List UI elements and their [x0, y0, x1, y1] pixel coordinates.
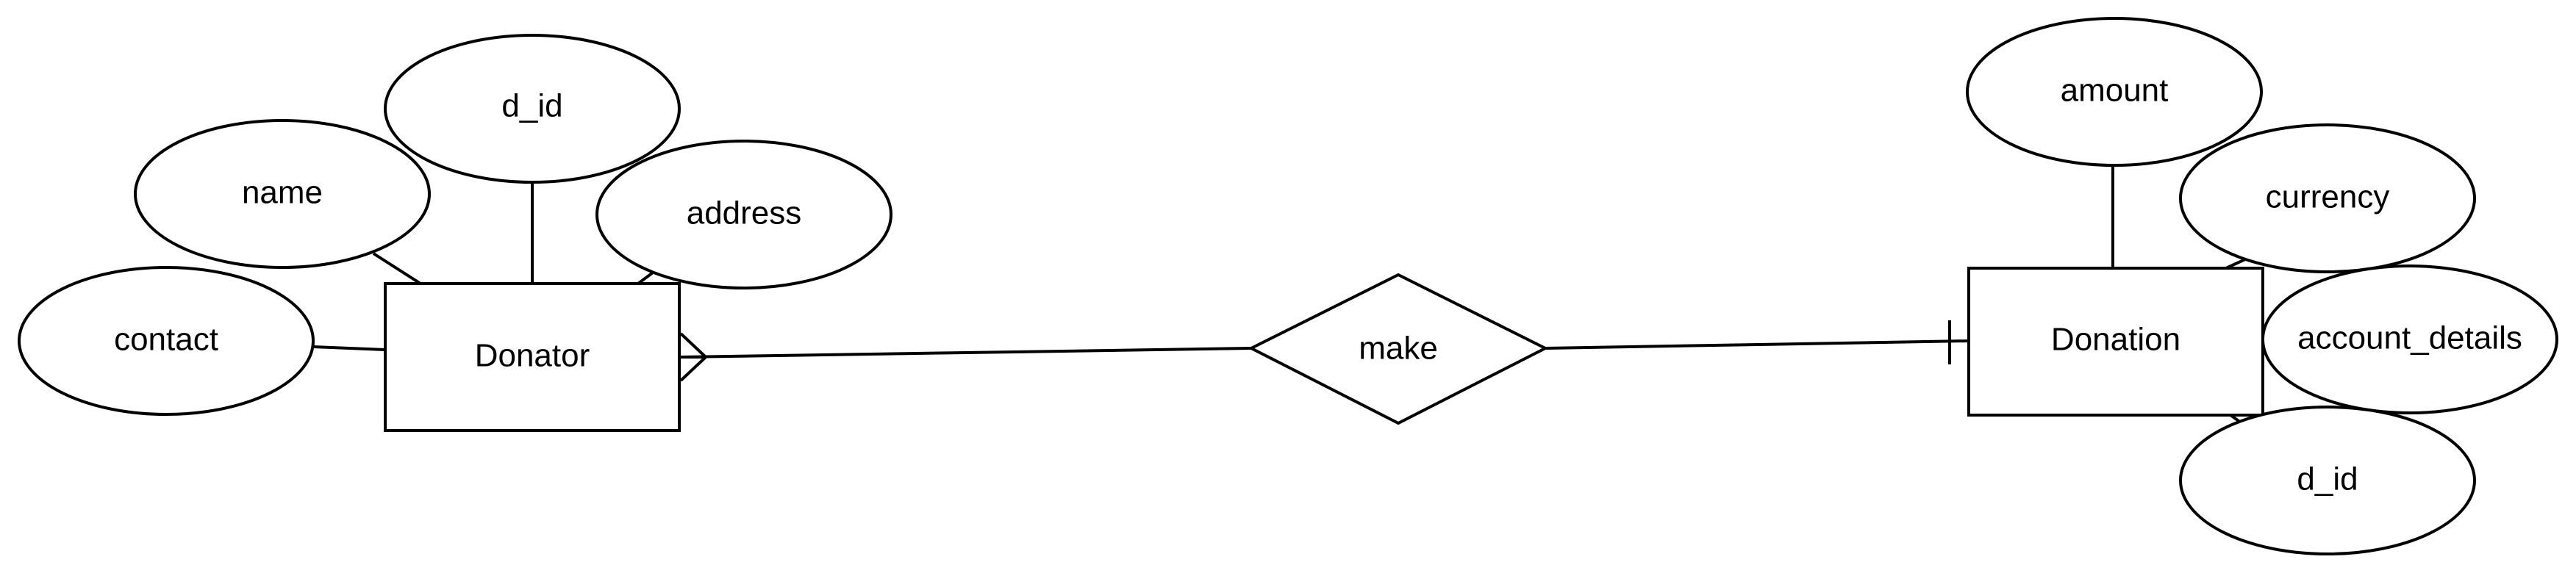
connector-make-donation [1545, 339, 1969, 350]
attribute-account_details[interactable]: account_details [2261, 264, 2558, 414]
attribute-name-label: name [242, 175, 323, 211]
connector-contact-donator [312, 345, 386, 351]
entity-donator[interactable]: Donator [384, 282, 681, 432]
attribute-account_details-label: account_details [2297, 320, 2522, 356]
attribute-amount[interactable]: amount [1966, 17, 2263, 167]
attribute-address[interactable]: address [595, 140, 892, 289]
connector-address-donator [637, 271, 654, 285]
attribute-d_id[interactable]: d_id [384, 34, 681, 184]
attribute-currency[interactable]: currency [2179, 123, 2476, 273]
crows-foot-many-marker [679, 332, 707, 382]
attribute-contact-label: contact [114, 322, 218, 358]
attribute-amount-label: amount [2061, 73, 2169, 109]
connectors [312, 165, 2246, 424]
connector-name-donator [372, 252, 422, 285]
relationship-make[interactable]: make [1248, 273, 1549, 425]
relationship-make-label: make [1359, 331, 1438, 367]
entity-donation-label: Donation [2051, 322, 2180, 358]
attribute-currency-label: currency [2266, 179, 2390, 215]
attribute-address-label: address [687, 195, 802, 231]
attribute-d_id-label: d_id [501, 88, 562, 124]
connector-donator-make [680, 347, 1252, 359]
entity-donator-label: Donator [475, 338, 590, 374]
attribute-contact[interactable]: contact [18, 266, 315, 416]
attribute-name[interactable]: name [134, 119, 431, 269]
entity-donation[interactable]: Donation [1967, 267, 2264, 417]
attribute-d_id-donation[interactable]: d_id [2179, 406, 2476, 555]
attribute-d_id-donation-label: d_id [2297, 461, 2358, 497]
